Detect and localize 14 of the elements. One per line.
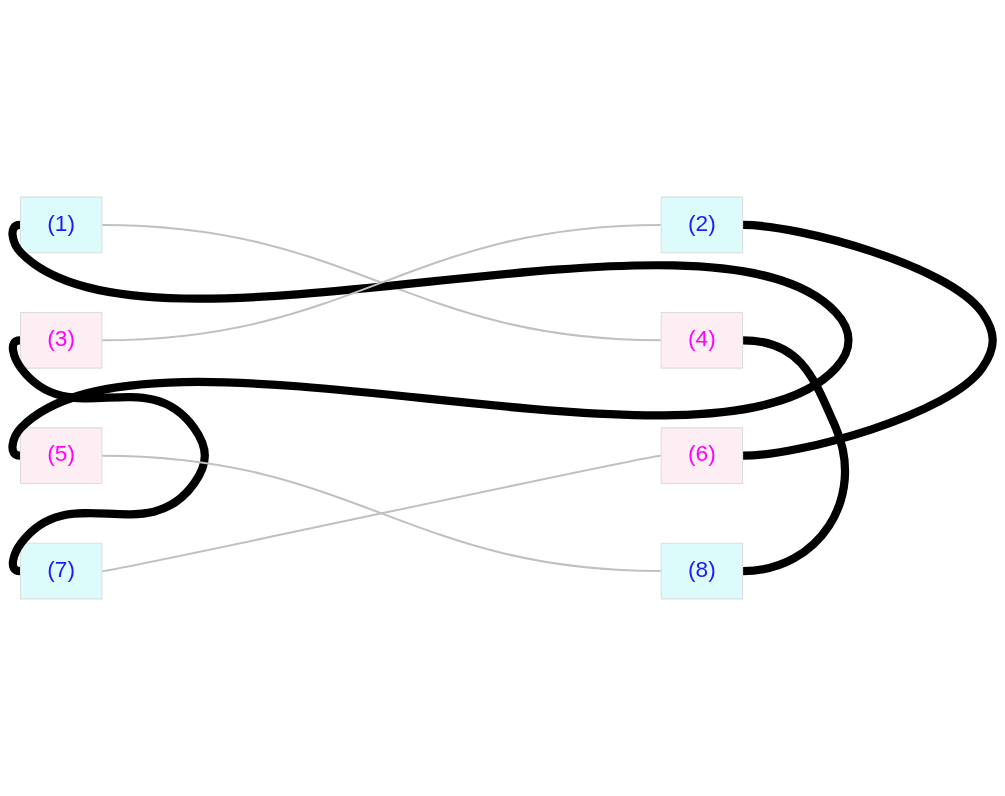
node-box: (3) — [19, 312, 103, 369]
node-box: (2) — [660, 196, 744, 254]
node-box: (1) — [19, 196, 103, 254]
connector — [9, 223, 852, 458]
node-box: (4) — [660, 312, 744, 369]
node-box: (8) — [660, 542, 744, 600]
connector — [102, 223, 661, 342]
connector — [8, 336, 209, 575]
connector — [742, 220, 997, 460]
node-box: (5) — [19, 427, 103, 484]
connector — [742, 336, 849, 576]
node-box: (6) — [660, 427, 744, 484]
connector — [102, 454, 661, 573]
node-box: (7) — [19, 542, 103, 600]
